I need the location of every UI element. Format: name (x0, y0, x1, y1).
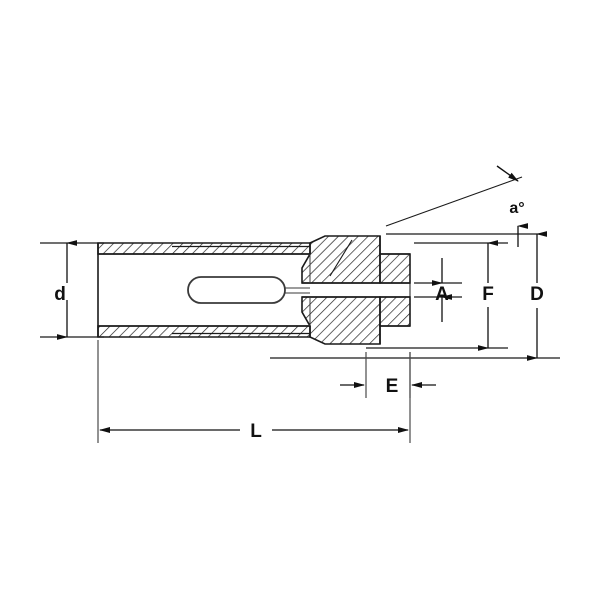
dimension-a-group: A (414, 258, 462, 322)
dimension-dcap-group: D (270, 231, 560, 361)
nose-lower-land-hatched (379, 296, 411, 327)
angle-callout-group: a° (385, 165, 545, 247)
upper-wall-hatched (97, 242, 311, 255)
dimension-label-E: E (386, 376, 399, 397)
nose-upper-step (379, 236, 410, 255)
dimension-label-d: d (54, 284, 66, 305)
dimension-label-L: L (250, 421, 262, 442)
dimension-label-F: F (482, 284, 494, 305)
dimension-e-group: E (340, 352, 436, 398)
nose-upper-land-hatched (379, 253, 411, 284)
nose-lower-taper-hatched (301, 296, 381, 345)
nose-upper-taper-hatched (301, 235, 381, 284)
dimension-d-group: d (40, 240, 104, 340)
angle-arrow-leader (496, 165, 519, 182)
angle-taper-leader-line (385, 176, 523, 227)
dimension-label-angle: a° (509, 200, 524, 217)
dimension-label-D: D (530, 284, 544, 305)
collet-slot (187, 276, 286, 304)
nose-lower-step (379, 325, 410, 344)
dimension-label-A: A (435, 284, 449, 305)
lower-wall-hatched (97, 325, 311, 338)
collet-body-group (97, 235, 411, 345)
dimension-l-group: L (97, 340, 411, 443)
nose-upper-scribe (329, 239, 353, 277)
dimension-f-group: F (366, 240, 508, 351)
